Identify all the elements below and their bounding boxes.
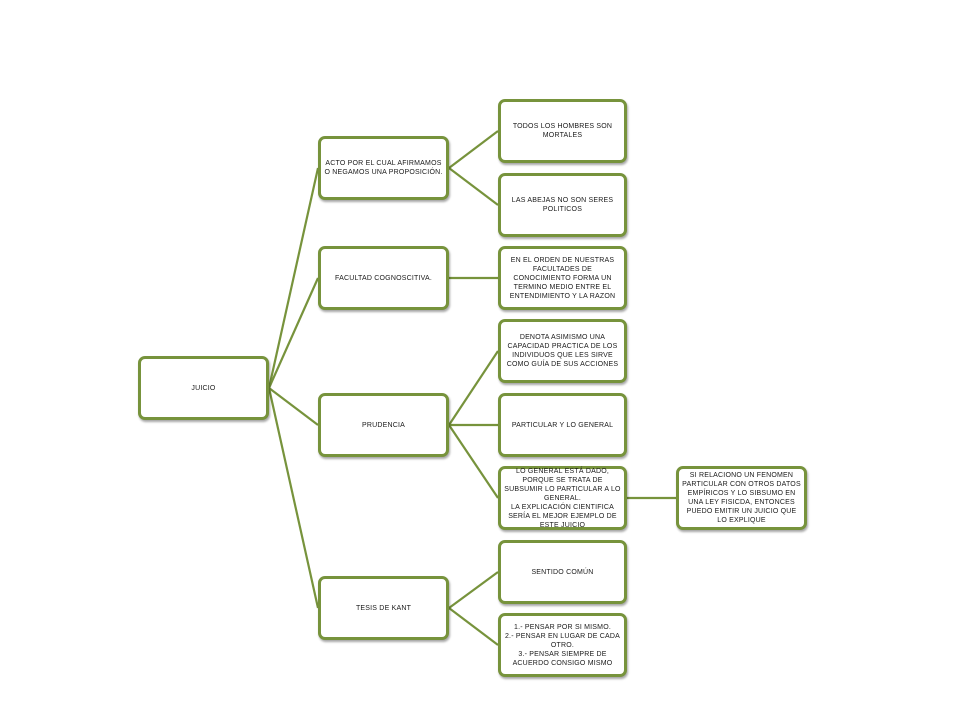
connector-tesis-sentido [448,571,499,609]
connector-tesis-pensar [448,607,499,646]
node-abejas-text: LAS ABEJAS NO SON SERES POLITICOS [511,197,614,213]
connector-prudencia-denota [448,350,499,426]
node-orden-facultades[interactable]: EN EL ORDEN DE NUESTRAS FACULTADES DE CO… [498,246,627,310]
node-denota-text: DENOTA ASIMISMO UNA CAPACIDAD PRACTICA D… [506,334,619,368]
node-particular-text: PARTICULAR Y LO GENERAL [511,421,614,429]
node-prudencia-text: PRUDENCIA [361,421,406,429]
node-prudencia[interactable]: PRUDENCIA [318,393,449,457]
connector-root-tesis [267,387,320,609]
node-juicio-text: JUICIO [191,384,216,392]
node-orden-text: EN EL ORDEN DE NUESTRAS FACULTADES DE CO… [509,256,616,300]
node-facultad-text: FACULTAD COGNOSCITIVA. [335,274,432,282]
node-las-abejas[interactable]: LAS ABEJAS NO SON SERES POLITICOS [498,173,627,237]
node-juicio[interactable]: JUICIO [138,356,269,420]
node-sentido-comun[interactable]: SENTIDO COMÚN [498,540,627,604]
node-acto-text: ACTO POR EL CUAL AFIRMAMOS O NEGAMOS UNA… [324,160,443,176]
connector-acto-todos [448,130,499,169]
node-tesis-text: TESIS DE KANT [355,604,412,612]
node-pensar-line3: 3.- PENSAR SIEMPRE DE ACUERDO CONSIGO MI… [512,650,613,667]
node-lo-general[interactable]: LO GENERAL ESTÁ DADO, PORQUE SE TRATA DE… [498,466,627,530]
node-tesis-de-kant[interactable]: TESIS DE KANT [318,576,449,640]
node-pensar[interactable]: 1.- PENSAR POR SI MISMO. 2.- PENSAR EN L… [498,613,627,677]
connector-root-facultad [267,277,320,389]
node-denota[interactable]: DENOTA ASIMISMO UNA CAPACIDAD PRACTICA D… [498,319,627,383]
node-sentido-text: SENTIDO COMÚN [531,568,594,576]
node-relaciono-text: SI RELACIONO UN FENOMEN PARTICULAR CON O… [682,472,801,524]
node-pensar-line1: 1.- PENSAR POR SI MISMO. [514,623,611,631]
connector-root-prudencia [268,387,319,426]
node-general-line2: LA EXPLICACIÓN CIENTIFICA SERÍA EL MEJOR… [508,503,617,529]
connector-root-acto [267,167,320,389]
node-general-line1: LO GENERAL ESTÁ DADO, PORQUE SE TRATA DE… [504,467,621,502]
node-particular-general[interactable]: PARTICULAR Y LO GENERAL [498,393,627,457]
node-acto[interactable]: ACTO POR EL CUAL AFIRMAMOS O NEGAMOS UNA… [318,136,449,200]
node-todos-los-hombres[interactable]: TODOS LOS HOMBRES SON MORTALES [498,99,627,163]
node-pensar-line2: 2.- PENSAR EN LUGAR DE CADA OTRO. [504,632,621,649]
connector-acto-abejas [448,167,499,206]
connector-prudencia-general [448,424,499,499]
node-facultad-cognoscitiva[interactable]: FACULTAD COGNOSCITIVA. [318,246,449,310]
node-si-relaciono[interactable]: SI RELACIONO UN FENOMEN PARTICULAR CON O… [676,466,807,530]
node-todos-text: TODOS LOS HOMBRES SON MORTALES [512,123,613,139]
